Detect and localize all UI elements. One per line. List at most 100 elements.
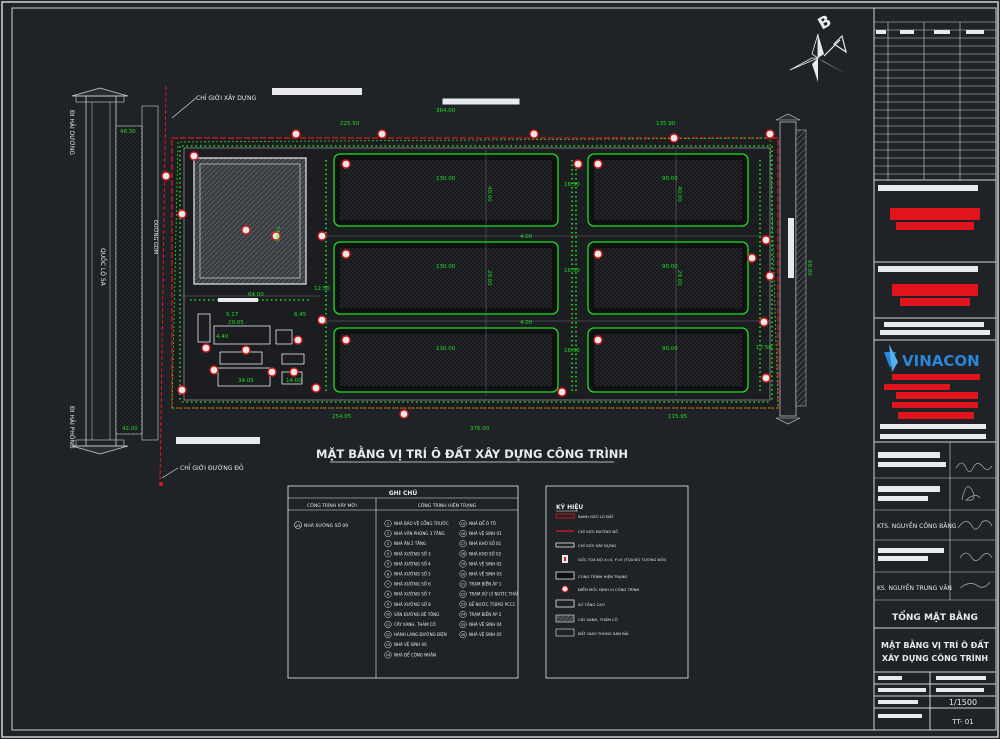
small-existing-buildings [197,313,305,387]
note-b-6-label: TRẠM BIẾN ÁP 1 [468,581,502,587]
kts-label: KTS. NGUYỄN CÔNG BẰNG [877,522,957,530]
note-b-9-number: 24 [461,613,465,617]
legend-item-3: GỐC TỌA ĐỘ X=0, Y=0 (TỌA ĐỘ TƯƠNG ĐỐI) [578,557,667,562]
note-a-1-label: NHÀ VĂN PHÒNG 3 TẦNG [394,531,445,536]
block-axes [180,150,770,396]
note-a-9-number: 10 [386,613,390,617]
note-a-3-circle [384,550,392,558]
note-b-3-circle [459,550,467,558]
note-a-4-circle [384,560,392,568]
note-b-8-number: 23 [461,603,465,607]
legend-symbol-build-line [555,542,575,548]
dim-block-1-width: 130.00 [436,176,456,182]
redacted-project-2 [900,298,970,306]
redacted-project-1 [892,284,978,296]
legend-item-1: CHỈ GIỚI ĐƯỜNG ĐỎ [578,529,618,534]
legend-symbol-existing [555,571,575,580]
dim-left-offset: 48.30 [120,129,136,135]
ks-label: KS. NGUYỄN TRUNG VĂN [877,584,952,592]
label-chi-gioi-duong-do: CHỈ GIỚI ĐƯỜNG ĐỎ [180,464,244,472]
note-b-5-label: NHÀ VỆ SINH 03 [469,572,502,577]
red-boundary-diagonal [159,85,167,485]
dim-block-height-2: 40.00 [676,186,682,202]
notes-col2-header: CÔNG TRÌNH HIỆN TRẠNG [418,501,477,509]
legend-item-4: CÔNG TRÌNH HIỆN TRẠNG [578,574,627,579]
note-b-10-label: NHÀ VỆ SINH 04 [469,622,502,627]
note-b-11-number: 26 [461,633,465,637]
signature-mark-2 [961,486,981,501]
legend-symbol-marker [561,585,569,593]
existing-building-large [193,157,307,285]
dim-block-5-width: 130.00 [436,346,456,352]
leader-chi-gioi-duong-do [161,467,179,479]
redacted-label-mid [218,298,258,302]
dim-left-bottom: 42.00 [122,426,138,432]
dim-d8: 17.50 [756,345,772,351]
redacted-label-top-center [441,97,521,106]
dim-block-height-1: 40.00 [486,186,492,202]
note-b-6-number: 21 [461,582,465,586]
scale-value: 1/1500 [949,698,977,707]
note-a-7-number: 8 [387,593,389,597]
dim-small-1: 4.00 [520,234,533,240]
building-markers [161,129,775,419]
legend-item-8: ĐẤT GIAO THÔNG SÂN BÃI [578,631,628,636]
dim-d1: 29.05 [228,320,244,326]
road-label-ql5a: QUỐC LỘ 5A [99,248,107,287]
note-a-13-label: NHÀ ĐỂ CÔNG NHÂN [394,652,436,657]
signature-mark-1 [955,462,993,472]
note-a-9-label: SÂN ĐƯỜNG BÊ TÔNG [394,612,439,617]
note-a-4-label: NHÀ XƯỞNG SỐ 4 [394,561,431,566]
notes-table: GHI CHÚ CÔNG TRÌNH XÂY MỚI CÔNG TRÌNH HI… [287,485,519,679]
note-b-1-label: NHÀ VỆ SINH 01 [469,531,502,536]
legend-item-2: CHỈ GIỚI XÂY DỰNG [578,543,616,548]
right-wall [775,113,807,425]
note-a-10-label: CÂY XANH, THẢM CỎ [394,622,436,627]
note-b-1-number: 16 [461,532,465,536]
note-b-9-circle [459,610,467,618]
note-a-2-circle [384,540,392,548]
dim-top-total: 364.00 [436,108,456,114]
dim-d7: 12.50 [314,286,330,292]
note-a-3-label: NHÀ XƯỞNG SỐ 3 [394,551,431,556]
legend-item-6: SỐ TẦNG CAO [578,602,605,607]
note-b-1-circle [459,530,467,538]
note-a-7-circle [384,590,392,598]
note-a-12-label: NHÀ VỆ SINH 06 [394,642,427,647]
signature-mark-5 [959,581,991,589]
signature-mark-4 [959,552,993,561]
note-a-8-label: NHÀ XƯỞNG SỐ 8 [394,602,431,607]
notes-col1-header: CÔNG TRÌNH XÂY MỚI [307,502,357,509]
dim-block-2-width: 90.00 [662,176,678,182]
redacted-owner-2 [896,222,974,230]
note-b-4-circle [459,560,467,568]
note-b-7-circle [459,590,467,598]
legend-symbol-trees [555,614,575,623]
dim-gap-3: 16.50 [564,348,580,354]
note-a-8-circle [384,600,392,608]
note-a-0-number: 1 [387,522,389,526]
note-b-3-number: 18 [461,552,465,556]
dim-gap-1: 16.50 [564,182,580,188]
note-a-4-number: 5 [387,562,389,566]
sheet-number: TT- 01 [951,718,973,726]
dim-top-left: 225.50 [340,121,360,127]
note-a-10-number: 11 [386,623,390,627]
dim-hatched-height: 74.00 [274,226,280,242]
legend-item-7: CÂY XANH, THẢM CỎ [578,617,618,622]
note-b-8-circle [459,600,467,608]
note-b-5-circle [459,570,467,578]
origin-marker [159,482,163,486]
dim-block-6-width: 90.00 [662,346,678,352]
note-a-13-circle [384,651,392,659]
dim-bottom-right: 115.95 [668,414,688,420]
label-chi-gioi-xay-dung: CHỈ GIỚI XÂY DỰNG [196,94,257,102]
note-b-11-circle [459,631,467,639]
note-b-4-number: 19 [461,562,465,566]
note-a-2-label: NHÀ ĂN 2 TẦNG [394,541,426,546]
redacted-label-bottom [176,437,260,444]
note-a-11-number: 12 [386,633,390,637]
